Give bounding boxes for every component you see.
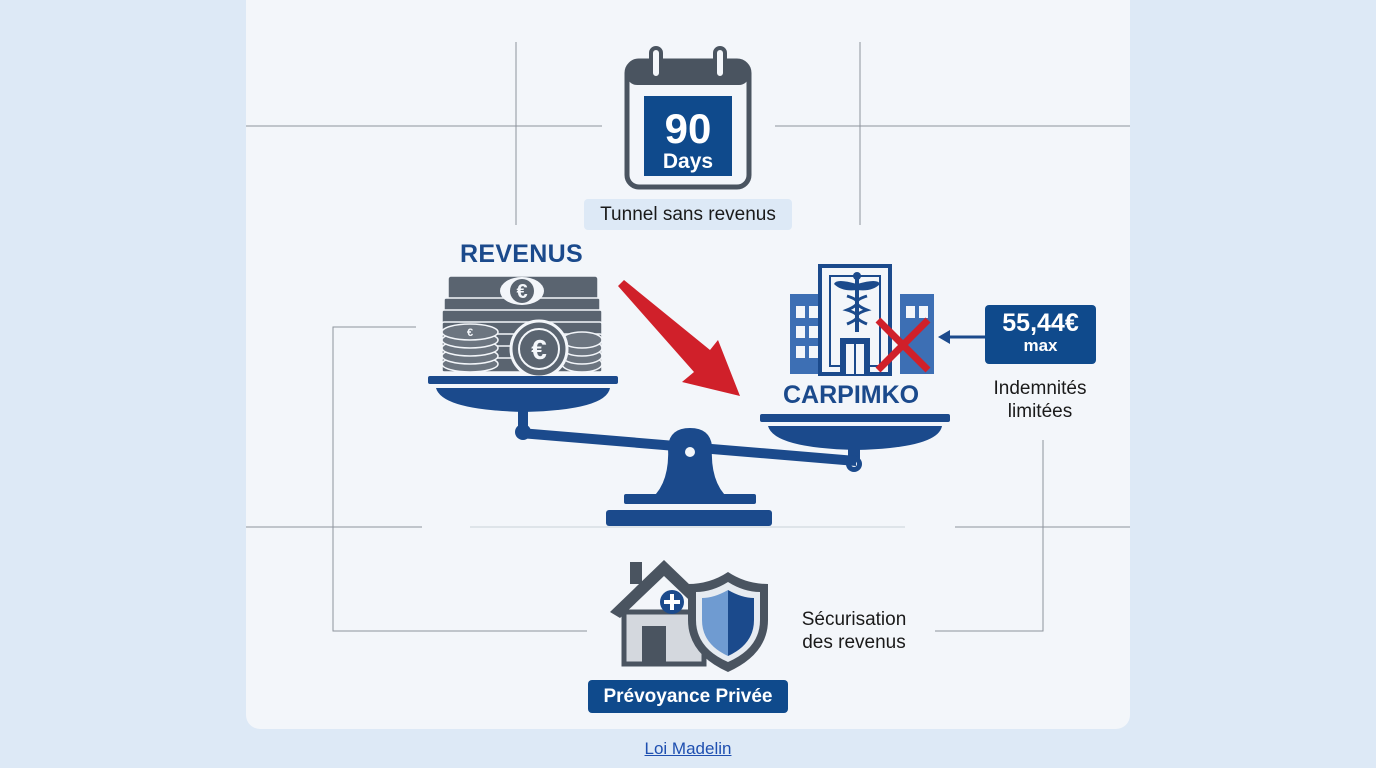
svg-text:€: € <box>516 281 527 303</box>
balance-scale-icon <box>428 376 950 526</box>
prevoyance-badge: Prévoyance Privée <box>588 680 788 713</box>
indemnites-text: Indemnités limitées <box>975 377 1105 423</box>
euro-coin-icon: € <box>509 319 569 379</box>
pointer-arrow-icon <box>938 330 986 344</box>
caduceus-icon <box>834 272 880 332</box>
tunnel-label: Tunnel sans revenus <box>584 199 792 230</box>
max-badge: 55,44€ max <box>985 305 1096 364</box>
svg-text:€: € <box>531 334 547 365</box>
max-amount: 55,44€ <box>1002 309 1079 337</box>
securisation-text: Sécurisation des revenus <box>788 608 920 654</box>
carpimko-title: CARPIMKO <box>783 381 920 409</box>
max-label: max <box>1023 336 1058 355</box>
indemnites-line2: limitées <box>1007 401 1073 422</box>
calendar-icon: 90 Days <box>624 46 752 190</box>
house-icon <box>610 560 718 667</box>
calendar-unit: Days <box>663 150 713 173</box>
calendar-number: 90 <box>665 105 712 152</box>
red-x-icon <box>875 317 931 373</box>
revenus-title: REVENUS <box>460 240 583 268</box>
securisation-line2: des revenus <box>802 632 906 653</box>
securisation-line1: Sécurisation <box>801 609 907 630</box>
red-arrow-icon <box>618 280 740 396</box>
svg-text:€: € <box>467 327 473 339</box>
loi-madelin-link[interactable]: Loi Madelin <box>644 739 732 758</box>
indemnites-line1: Indemnités <box>993 378 1087 399</box>
shield-icon <box>688 572 768 672</box>
